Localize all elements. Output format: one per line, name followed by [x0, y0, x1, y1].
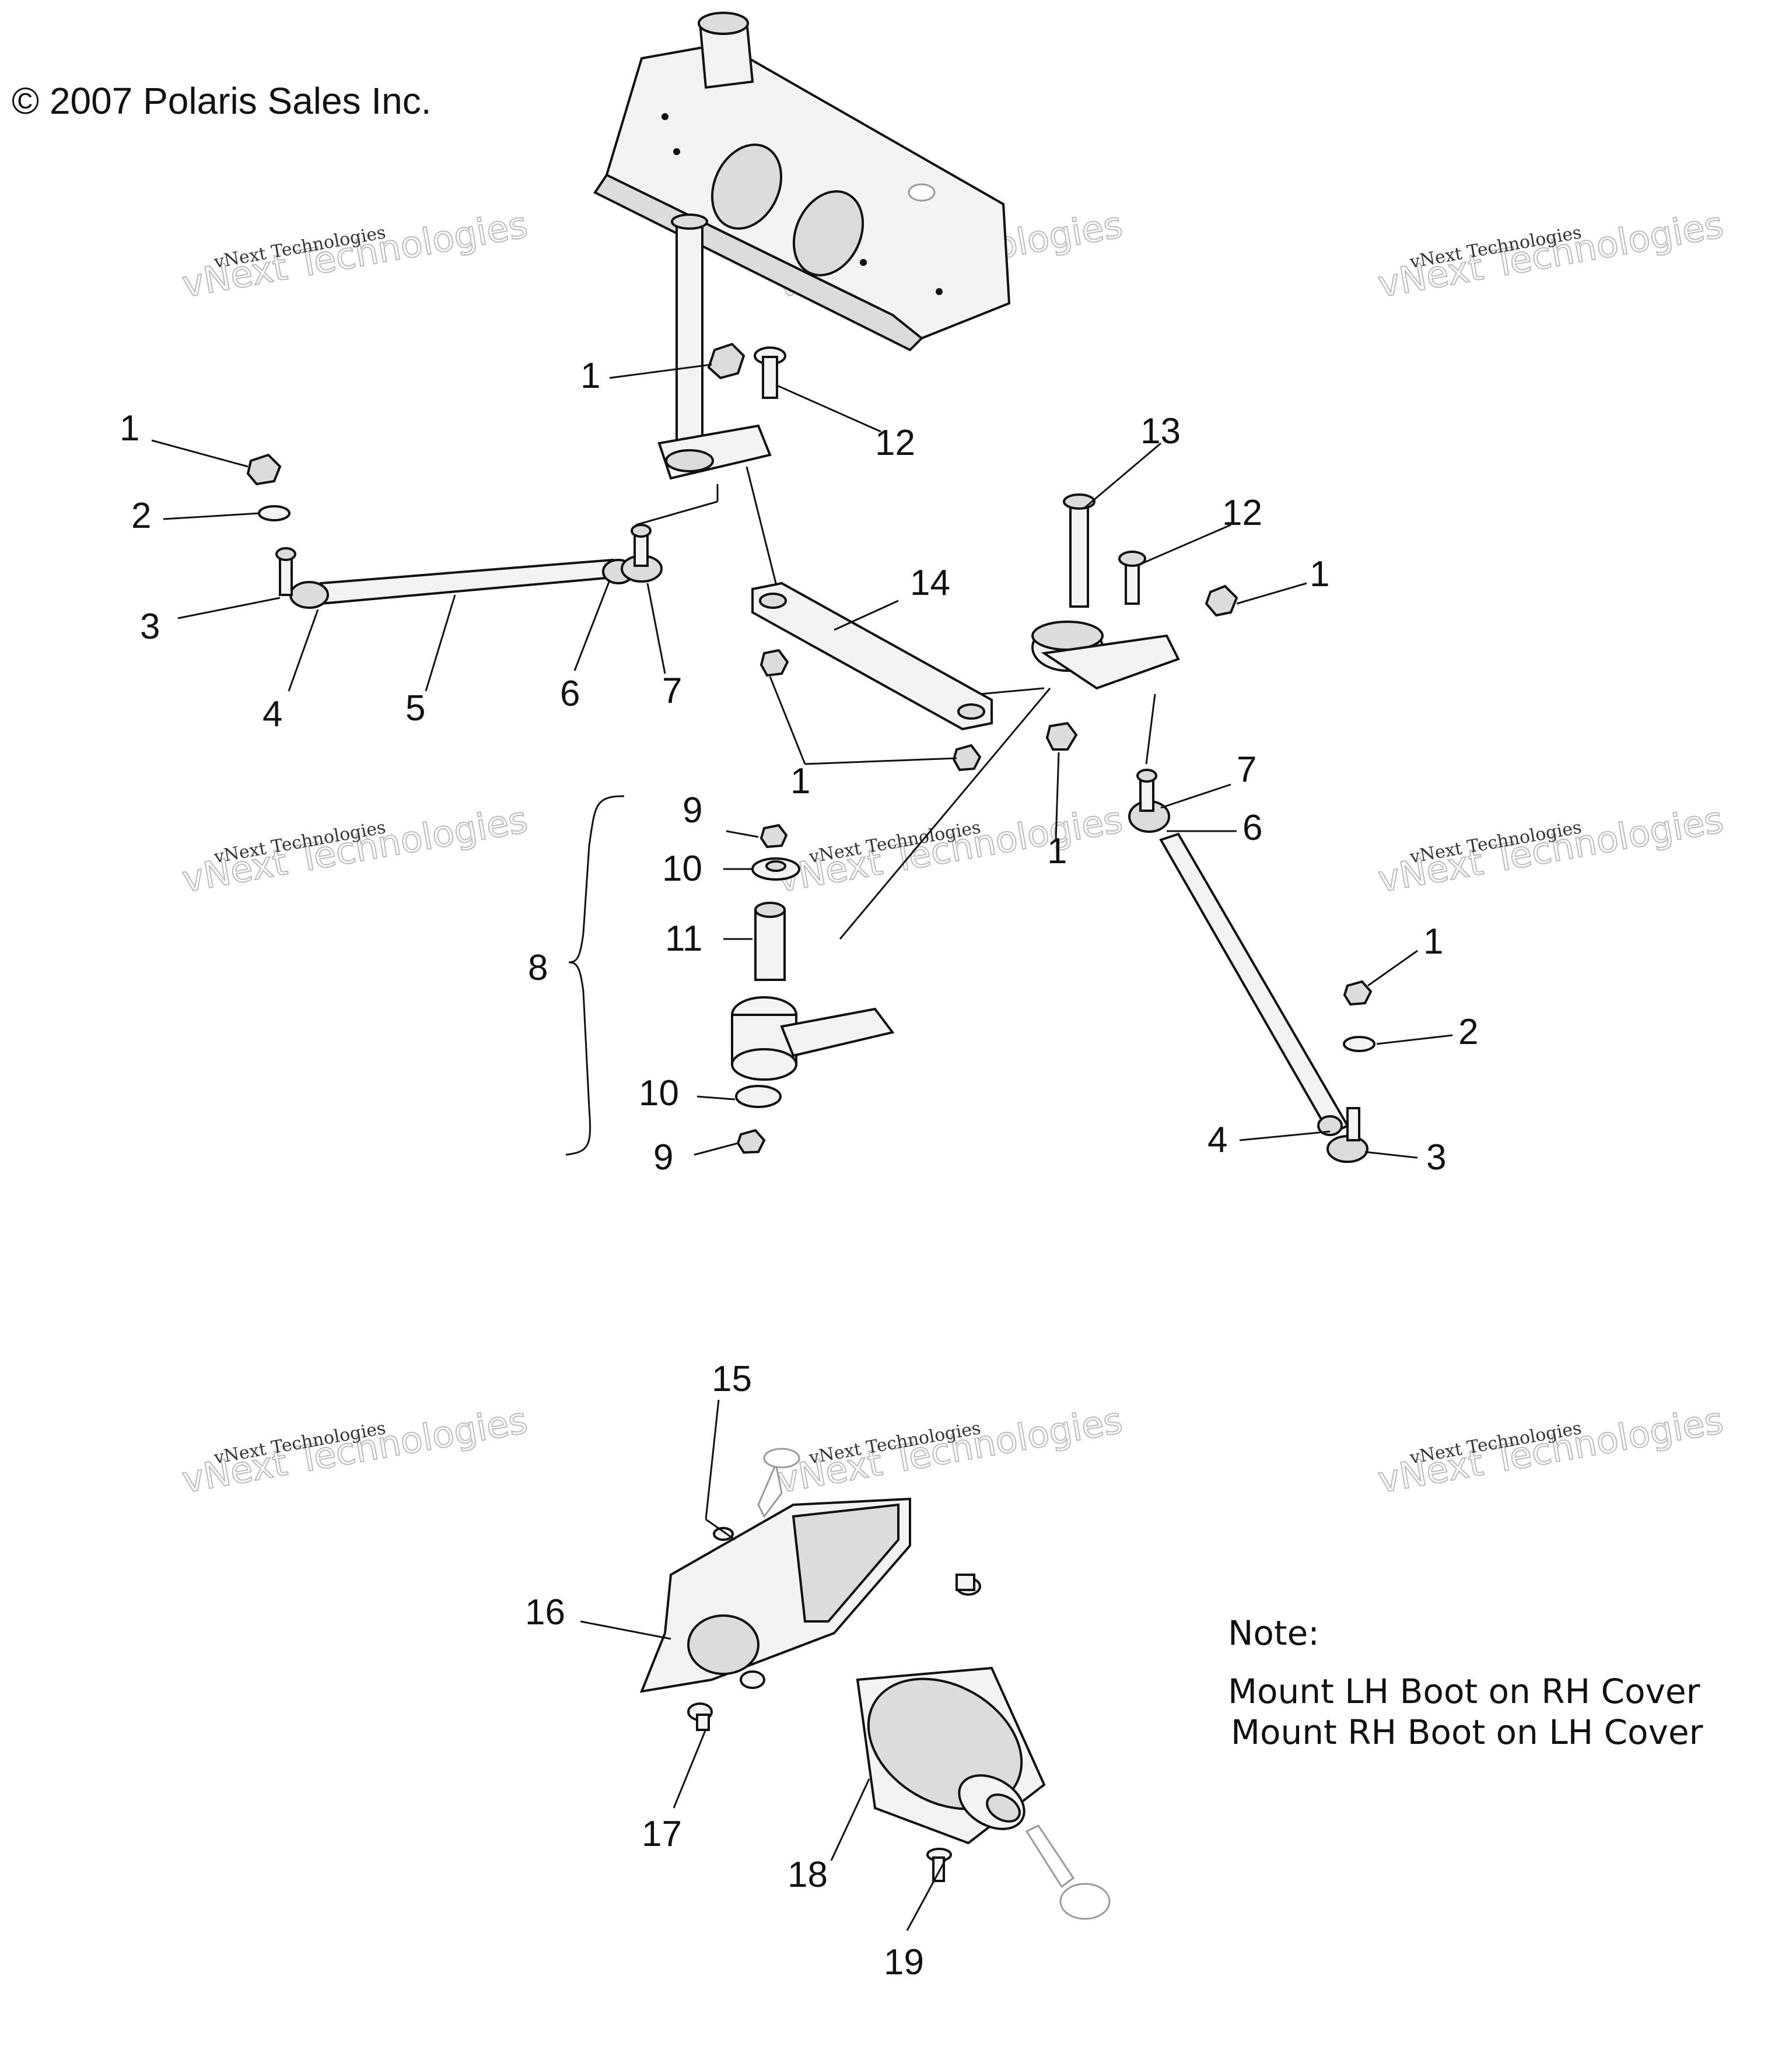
callout-4: 4 — [1208, 1120, 1227, 1160]
callouts: 1 12 1 2 3 4 5 6 7 14 1 1 13 12 1 7 6 1 … — [120, 356, 1478, 1982]
part-1-nut — [707, 342, 746, 380]
watermark: vNext Technologies vNext Technologies — [178, 1398, 531, 1502]
part-8-idler-assembly — [731, 824, 895, 1154]
watermark: vNext Technologies vNext Technologies — [178, 202, 531, 306]
note-line-1: Mount LH Boot on RH Cover — [1228, 1672, 1700, 1711]
callout-15: 15 — [712, 1359, 752, 1399]
pitman-arm — [760, 493, 1238, 772]
note-line-2: Mount RH Boot on LH Cover — [1231, 1712, 1703, 1752]
callout-7: 7 — [662, 671, 682, 711]
callout-7: 7 — [1237, 749, 1256, 790]
callout-1: 1 — [1047, 831, 1067, 871]
callout-18: 18 — [788, 1855, 828, 1895]
callout-16: 16 — [525, 1592, 565, 1632]
callout-13: 13 — [1140, 411, 1181, 451]
callout-2: 2 — [131, 496, 151, 536]
callout-12: 12 — [1222, 493, 1262, 533]
callout-17: 17 — [642, 1814, 682, 1854]
callout-1: 1 — [580, 356, 600, 396]
watermark: vNext Technologies vNext Technologies — [1374, 202, 1727, 306]
part-19-push-pin — [926, 1848, 952, 1882]
part-14-drag-link — [751, 581, 993, 731]
callout-5: 5 — [405, 688, 425, 728]
callout-19: 19 — [884, 1942, 924, 1982]
mounting-note: Note: Mount LH Boot on RH Cover Mount RH… — [1228, 1613, 1703, 1752]
callout-4: 4 — [262, 694, 282, 734]
callout-6: 6 — [1242, 808, 1262, 848]
leader-lines — [151, 363, 1453, 1931]
note-title: Note: — [1228, 1613, 1320, 1653]
boot-cover-assembly — [639, 1448, 981, 1731]
callout-1: 1 — [790, 761, 810, 801]
callout-11: 11 — [665, 919, 702, 959]
callout-3: 3 — [140, 607, 160, 647]
part-12-bolt — [754, 346, 786, 399]
callout-8: 8 — [528, 948, 548, 988]
callout-1: 1 — [1310, 554, 1329, 594]
callout-6: 6 — [560, 674, 580, 714]
steering-post — [657, 213, 772, 480]
watermark: vNext Technologies vNext Technologies — [178, 797, 531, 901]
callout-12: 12 — [875, 423, 915, 463]
callout-1: 1 — [1423, 922, 1443, 962]
callout-9: 9 — [653, 1137, 673, 1178]
callout-14: 14 — [910, 563, 950, 603]
left-tie-rod — [275, 524, 663, 609]
right-tie-rod — [1128, 769, 1376, 1163]
callout-10: 10 — [662, 849, 702, 889]
callout-10: 10 — [639, 1073, 679, 1113]
copyright-text: © 2007 Polaris Sales Inc. — [12, 80, 432, 122]
callout-2: 2 — [1458, 1012, 1478, 1052]
watermark: vNext Technologies vNext Technologies — [1374, 1398, 1727, 1502]
watermark: vNext Technologies vNext Technologies — [774, 1398, 1126, 1502]
watermark: vNext Technologies vNext Technologies — [1374, 797, 1727, 901]
callout-9: 9 — [682, 790, 702, 831]
part-2-washer-left — [258, 505, 290, 521]
callout-3: 3 — [1426, 1137, 1446, 1178]
part-18-boot — [856, 1666, 1111, 1920]
part-1-nut-left — [246, 453, 282, 486]
callout-1: 1 — [120, 408, 139, 449]
